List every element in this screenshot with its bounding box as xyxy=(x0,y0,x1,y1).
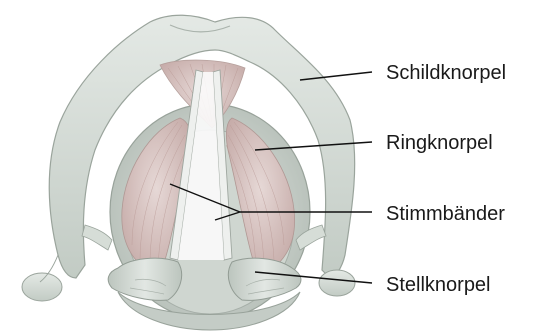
label-stimmbaender: Stimmbänder xyxy=(386,204,505,224)
label-stellknorpel: Stellknorpel xyxy=(386,275,491,295)
label-schildknorpel: Schildknorpel xyxy=(386,63,506,83)
label-ringknorpel: Ringknorpel xyxy=(386,133,493,153)
